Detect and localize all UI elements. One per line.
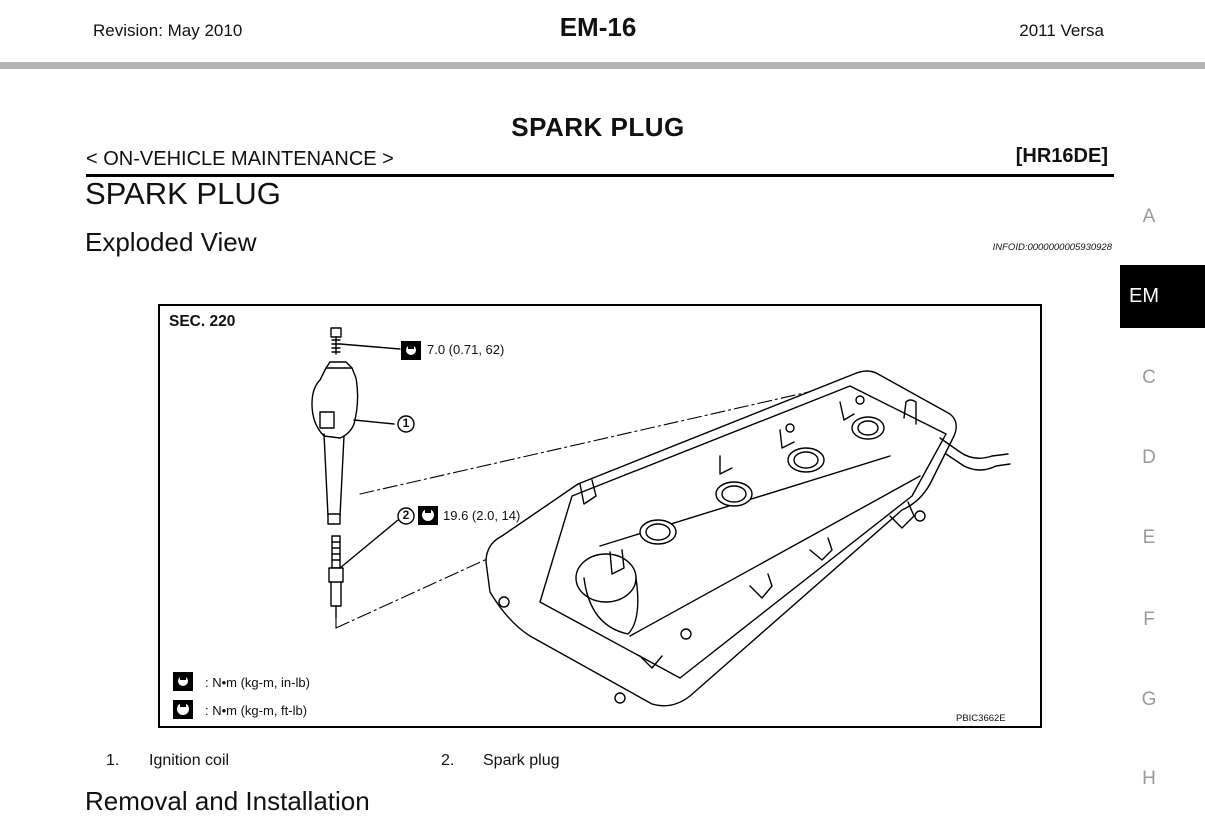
title-rule [86,174,1114,177]
side-tab-g[interactable]: G [1141,689,1157,710]
spark-plug-drawing [328,535,344,619]
section-title: SPARK PLUG [511,112,685,142]
section-label: SEC. 220 [169,313,236,330]
exploded-view-figure: SEC. 220 7.0 (0.71, 62) 1 2 19.6 (2.0, 1… [158,304,1042,728]
page-heading: SPARK PLUG [85,176,281,211]
vehicle-model: 2011 Versa [1019,21,1104,40]
part-number-1: 1. [106,752,120,769]
callout-2: 2 [402,508,410,522]
subheading-exploded-view: Exploded View [85,227,257,257]
side-tab-d[interactable]: D [1142,447,1156,468]
torque-wrench-ft-lb-icon [418,506,438,525]
part-number-2: 2. [441,752,455,769]
revision-date: Revision: May 2010 [93,21,243,40]
side-tab-f[interactable]: F [1143,609,1155,630]
part-label-spark-plug: Spark plug [483,752,560,769]
legend-in-lb-icon [173,672,193,691]
breadcrumb: < ON-VEHICLE MAINTENANCE > [86,148,394,170]
torque-spec-spark-plug: 19.6 (2.0, 14) [443,508,521,523]
torque-spec-bolt: 7.0 (0.71, 62) [427,342,505,357]
header-divider [0,62,1205,69]
info-id: INFOID:0000000005930928 [992,242,1112,253]
engine-code: [HR16DE] [1015,145,1108,167]
exploded-view-drawing [311,327,1011,707]
page-number: EM-16 [559,12,637,42]
part-label-ignition-coil: Ignition coil [149,752,230,769]
side-tab-c[interactable]: C [1142,367,1156,388]
rocker-cover-drawing [485,370,1011,707]
ignition-coil-drawing [311,361,359,525]
side-tab-em[interactable]: EM [1120,265,1205,328]
figure-code: PBIC3662E [956,713,1006,724]
side-tab-e[interactable]: E [1142,527,1156,548]
next-section-heading: Removal and Installation [85,786,370,816]
side-tab-h[interactable]: H [1142,768,1156,789]
legend-ft-lb-icon [173,700,193,719]
torque-wrench-in-lb-icon [401,341,421,360]
callout-1: 1 [402,416,410,430]
coil-bolt [330,327,342,355]
legend-ft-lb: : N•m (kg-m, ft-lb) [205,703,308,718]
side-tab-a[interactable]: A [1142,206,1156,227]
legend-in-lb: : N•m (kg-m, in-lb) [205,675,310,690]
